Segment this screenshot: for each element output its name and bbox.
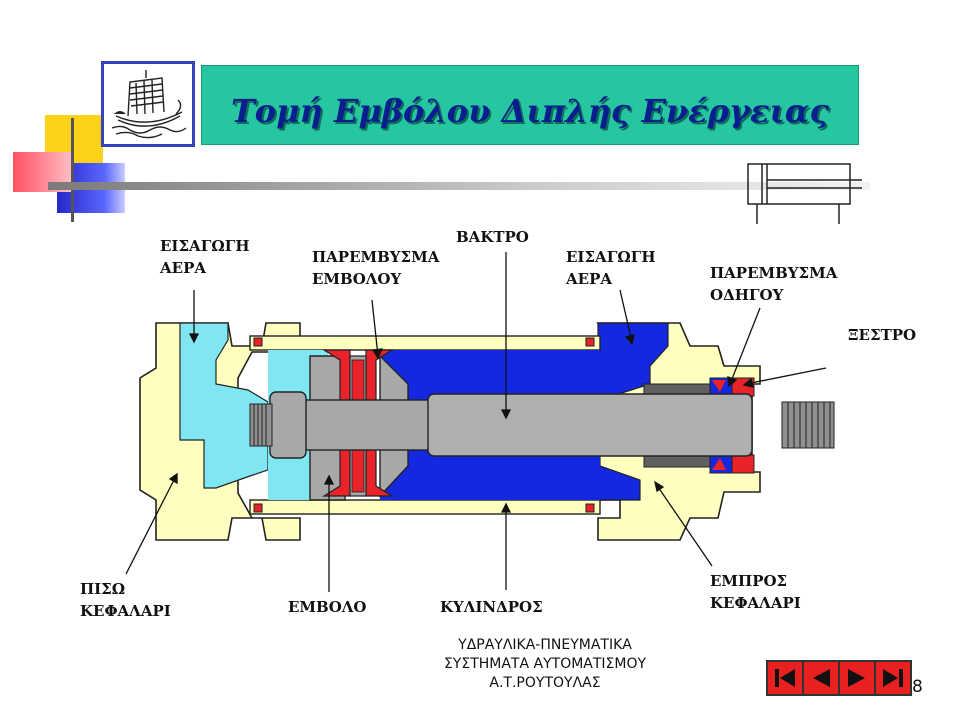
label-air-inlet-left: ΕΙΣΑΓΩΓΗ ΑΕΡΑ xyxy=(160,237,250,277)
label-rear-head: ΠΙΣΩ ΚΕΦΑΛΑΡΙ xyxy=(80,580,171,620)
port-seal xyxy=(585,337,595,347)
piston-rod-main xyxy=(427,393,753,457)
label-cylinder: ΚΥΛΙΝΔΡΟΣ xyxy=(440,598,543,616)
piston-seal-rear xyxy=(321,349,351,497)
label-air-inlet-right: ΕΙΣΑΓΩΓΗ ΑΕΡΑ xyxy=(566,248,656,288)
decor-vertical-line xyxy=(71,118,74,222)
front-thread xyxy=(781,401,835,449)
triangle-right-icon xyxy=(848,669,865,687)
first-slide-button[interactable] xyxy=(768,662,804,694)
last-slide-button[interactable] xyxy=(876,662,910,694)
title-banner xyxy=(201,65,859,145)
skip-forward-icon xyxy=(883,669,903,687)
footer-line-2: ΣΥΣΤΗΜΑΤΑ ΑΥΤΟΜΑΤΙΣΜΟΥ xyxy=(443,656,647,672)
footer-line-1: ΥΔΡΑΥΛΙΚΑ-ΠΝΕΥΜΑΤΙΚΑ xyxy=(458,637,632,653)
skip-back-icon xyxy=(775,669,795,687)
slide-navigation xyxy=(766,660,912,696)
footer-text: ΥΔΡΑΥΛΙΚΑ-ΠΝΕΥΜΑΤΙΚΑ ΣΥΣΤΗΜΑΤΑ ΑΥΤΟΜΑΤΙΣ… xyxy=(400,636,690,693)
double-acting-cylinder-symbol-icon xyxy=(747,163,862,224)
guide-bushing-bottom xyxy=(643,454,711,468)
ancient-ship-icon xyxy=(111,70,187,139)
triangle-left-icon xyxy=(813,669,830,687)
page-title: Τομή Εμβόλου Διπλής Ενέργειας xyxy=(230,92,830,130)
rear-nut xyxy=(269,391,307,459)
footer-line-3: Α.Τ.ΡΟΥΤΟΥΛΑΣ xyxy=(489,675,601,691)
label-guide-seal: ΠΑΡΕΜΒΥΣΜΑ ΟΔΗΓΟΥ xyxy=(710,264,838,304)
logo-frame xyxy=(101,61,195,147)
guide-seal-lip-bottom xyxy=(712,458,726,470)
label-wiper: ΞΕΣΤΡΟ xyxy=(848,326,917,344)
label-piston-seal: ΠΑΡΕΜΒΥΣΜΑ ΕΜΒΟΛΟΥ xyxy=(312,248,440,288)
page-number: 8 xyxy=(912,677,923,697)
port-seal xyxy=(585,503,595,513)
port-seal xyxy=(253,337,263,347)
previous-slide-button[interactable] xyxy=(804,662,840,694)
guide-seal-lip-top xyxy=(712,380,726,392)
barrel-bottom-wall xyxy=(249,499,601,515)
next-slide-button[interactable] xyxy=(840,662,876,694)
rear-thread xyxy=(249,403,273,447)
header-divider-line xyxy=(48,182,870,190)
barrel-top-wall xyxy=(249,335,601,351)
label-front-head: ΕΜΠΡΟΣ ΚΕΦΑΛΑΡΙ xyxy=(710,572,801,612)
label-piston: ΕΜΒΟΛΟ xyxy=(288,598,367,616)
port-seal xyxy=(253,503,263,513)
wiper-bottom xyxy=(731,454,755,474)
label-rod: ΒΑΚΤΡΟ xyxy=(456,228,529,246)
